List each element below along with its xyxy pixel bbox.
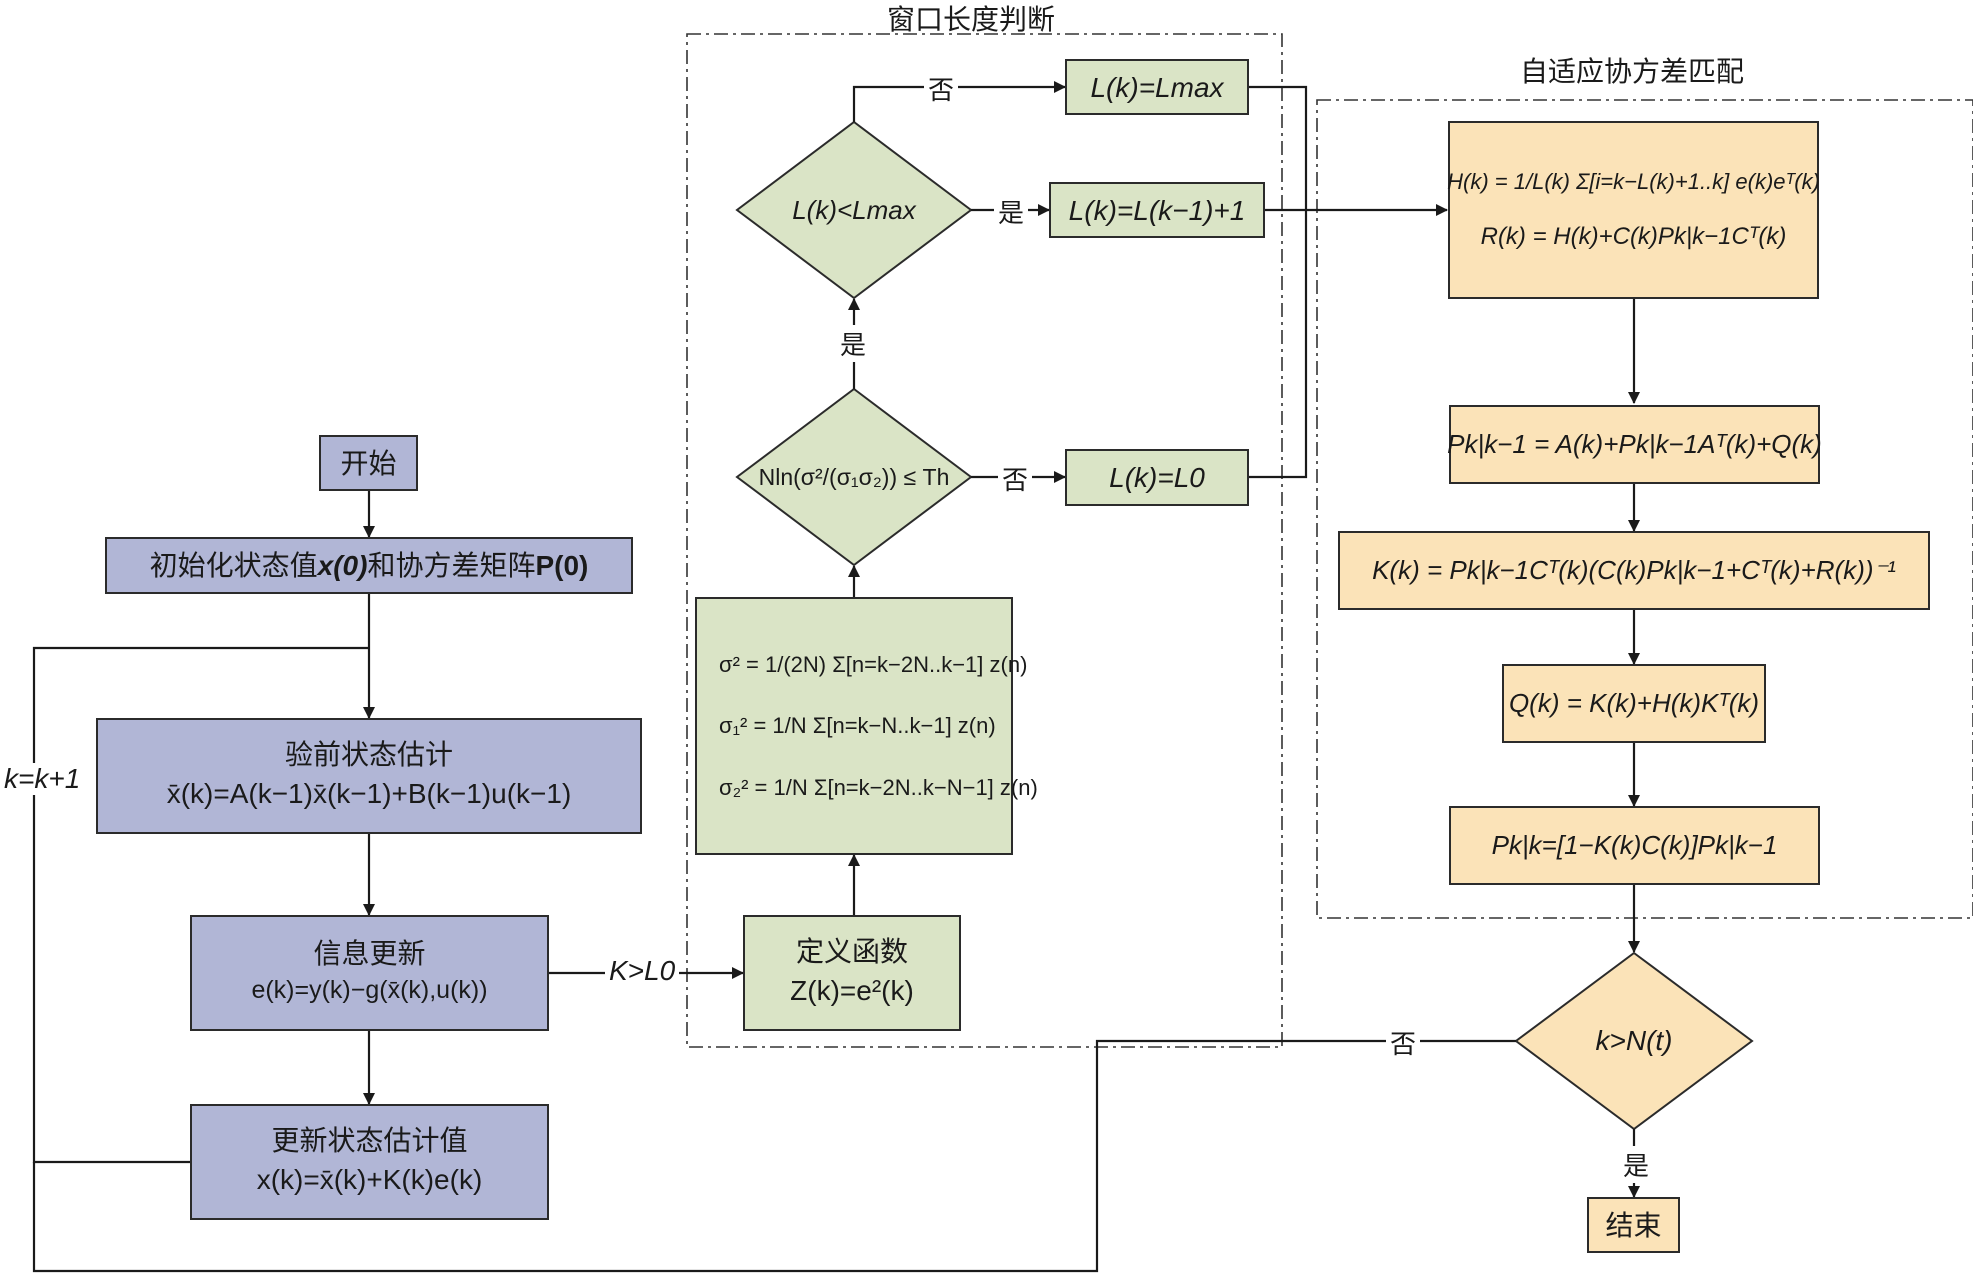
p-update-node[interactable]: Pk|k=[1−K(k)C(k)]Pk|k−1 — [1449, 806, 1820, 885]
end-decision-yes-label: 是 — [1619, 1146, 1654, 1183]
prior-estimate-title: 验前状态估计 — [284, 738, 453, 771]
set-l0-node[interactable]: L(k)=L0 — [1065, 449, 1249, 506]
set-lmax-node[interactable]: L(k)=Lmax — [1065, 59, 1249, 115]
variance-node[interactable]: σ² = 1/(2N) Σ[n=k−2N..k−1] z(n) σ₁² = 1/… — [695, 597, 1038, 855]
variance-line-1: σ₁² = 1/N Σ[n=k−N..k−1] z(n) — [719, 713, 996, 739]
h-r-node[interactable]: H(k) = 1/L(k) Σ[i=k−L(k)+1..k] e(k)eᵀ(k)… — [1447, 121, 1820, 299]
decision-threshold-text: Nln(σ²/(σ₁σ₂)) ≤ Th — [758, 463, 950, 490]
edge-lmax-merge — [1249, 85, 1308, 479]
edge-lmax-no — [852, 81, 1066, 122]
loop-label: k=k+1 — [0, 763, 85, 795]
set-lmax-formula: L(k)=Lmax — [1090, 71, 1224, 103]
prior-estimate-formula: x̄(k)=A(k−1)x̄(k−1)+B(k−1)u(k−1) — [166, 778, 572, 809]
variance-line-2: σ₂² = 1/N Σ[n=k−2N..k−N−1] z(n) — [719, 774, 1038, 800]
edge-loop-back — [32, 646, 369, 1164]
update-estimate-node[interactable]: 更新状态估计值 x(k)=x̄(k)+K(k)e(k) — [190, 1104, 549, 1220]
init-text: 初始化状态值 — [149, 549, 318, 582]
init-p0: P(0) — [535, 550, 589, 581]
prior-estimate-node[interactable]: 验前状态估计 x̄(k)=A(k−1)x̄(k−1)+B(k−1)u(k−1) — [96, 718, 642, 834]
init-x0: x(0) — [317, 550, 368, 581]
threshold-yes-label: 是 — [836, 325, 871, 362]
end-node[interactable]: 结束 — [1587, 1197, 1680, 1253]
region-window-length-border — [686, 33, 1283, 1048]
set-l0-formula: L(k)=L0 — [1109, 462, 1205, 493]
q-update-formula: Q(k) = K(k)+H(k)Kᵀ(k) — [1508, 688, 1760, 719]
threshold-no-label: 否 — [998, 460, 1033, 497]
lmax-yes-label: 是 — [994, 193, 1029, 230]
p-predict-node[interactable]: Pk|k−1 = A(k)+Pk|k−1Aᵀ(k)+Q(k) — [1447, 405, 1822, 484]
define-function-formula: Z(k)=e²(k) — [790, 975, 914, 1006]
gain-formula: K(k) = Pk|k−1Cᵀ(k)(C(k)Pk|k−1+Cᵀ(k)+R(k)… — [1372, 555, 1896, 586]
innovation-update-node[interactable]: 信息更新 e(k)=y(k)−g(x̄(k),u(k)) — [190, 915, 549, 1031]
init-label: 初始化状态值x(0)和协方差矩阵P(0) — [150, 548, 589, 583]
q-update-node[interactable]: Q(k) = K(k)+H(k)Kᵀ(k) — [1502, 664, 1766, 743]
p-update-formula: Pk|k=[1−K(k)C(k)]Pk|k−1 — [1491, 830, 1778, 861]
init-node[interactable]: 初始化状态值x(0)和协方差矩阵P(0) — [105, 537, 633, 594]
init-mid: 和协方差矩阵 — [367, 549, 536, 582]
end-label: 结束 — [1605, 1208, 1662, 1242]
edge-end-decision-no — [32, 1039, 1516, 1273]
update-estimate-formula: x(k)=x̄(k)+K(k)e(k) — [256, 1164, 483, 1195]
innovation-update-title: 信息更新 — [313, 936, 426, 970]
h-formula: H(k) = 1/L(k) Σ[i=k−L(k)+1..k] e(k)eᵀ(k) — [1447, 169, 1820, 195]
start-label: 开始 — [340, 446, 397, 480]
lmax-no-label: 否 — [924, 70, 959, 107]
innovation-update-formula: e(k)=y(k)−g(x̄(k),u(k)) — [251, 975, 488, 1004]
set-increment-formula: L(k)=L(k−1)+1 — [1068, 194, 1246, 226]
variance-line-total: σ² = 1/(2N) Σ[n=k−2N..k−1] z(n) — [719, 651, 1028, 677]
region-adaptive-cov-border — [1316, 99, 1973, 919]
define-function-node[interactable]: 定义函数 Z(k)=e²(k) — [743, 915, 961, 1031]
define-function-title: 定义函数 — [795, 935, 908, 968]
r-formula: R(k) = H(k)+C(k)Pk|k−1Cᵀ(k) — [1480, 222, 1787, 250]
decision-lmax-text: L(k)<Lmax — [792, 194, 916, 225]
p-predict-formula: Pk|k−1 = A(k)+Pk|k−1Aᵀ(k)+Q(k) — [1447, 429, 1822, 460]
region-title-window-length: 窗口长度判断 — [887, 3, 1056, 36]
update-estimate-title: 更新状态估计值 — [271, 1124, 468, 1157]
start-node[interactable]: 开始 — [319, 435, 418, 491]
gain-node[interactable]: K(k) = Pk|k−1Cᵀ(k)(C(k)Pk|k−1+Cᵀ(k)+R(k)… — [1338, 531, 1930, 610]
k-gt-l0-label: K>L0 — [605, 955, 680, 987]
set-increment-node[interactable]: L(k)=L(k−1)+1 — [1049, 182, 1265, 238]
decision-end-text: k>N(t) — [1595, 1025, 1673, 1056]
end-decision-no-label: 否 — [1386, 1024, 1421, 1061]
region-title-adaptive-cov: 自适应协方差匹配 — [1520, 55, 1745, 88]
